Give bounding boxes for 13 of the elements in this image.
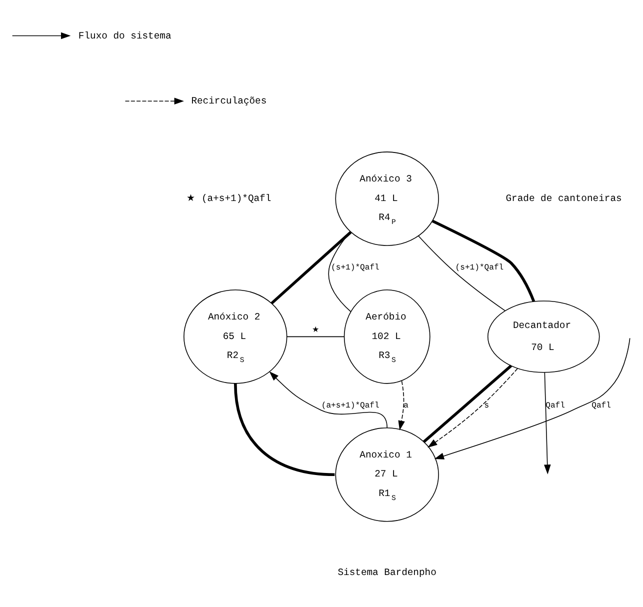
legend-label: Recirculações — [191, 95, 267, 106]
label: Sistema Bardenpho — [338, 566, 436, 578]
edge-label: (s+1)*Qafl — [331, 263, 380, 272]
edge-label: (a+s+1)*Qafl — [321, 401, 380, 410]
legend-label: Fluxo do sistema — [78, 30, 172, 41]
edge-label: s — [484, 401, 490, 410]
edge-label: Qafl — [546, 401, 565, 410]
edge-label: ★ — [312, 325, 320, 334]
label: ★ (a+s+1)*Qafl — [186, 192, 272, 204]
edge-label: Qafl — [592, 401, 611, 410]
label: Grade de cantoneiras — [506, 192, 622, 204]
edge-label: a — [404, 401, 408, 410]
edge-label: (s+1)*Qafl — [455, 263, 504, 272]
